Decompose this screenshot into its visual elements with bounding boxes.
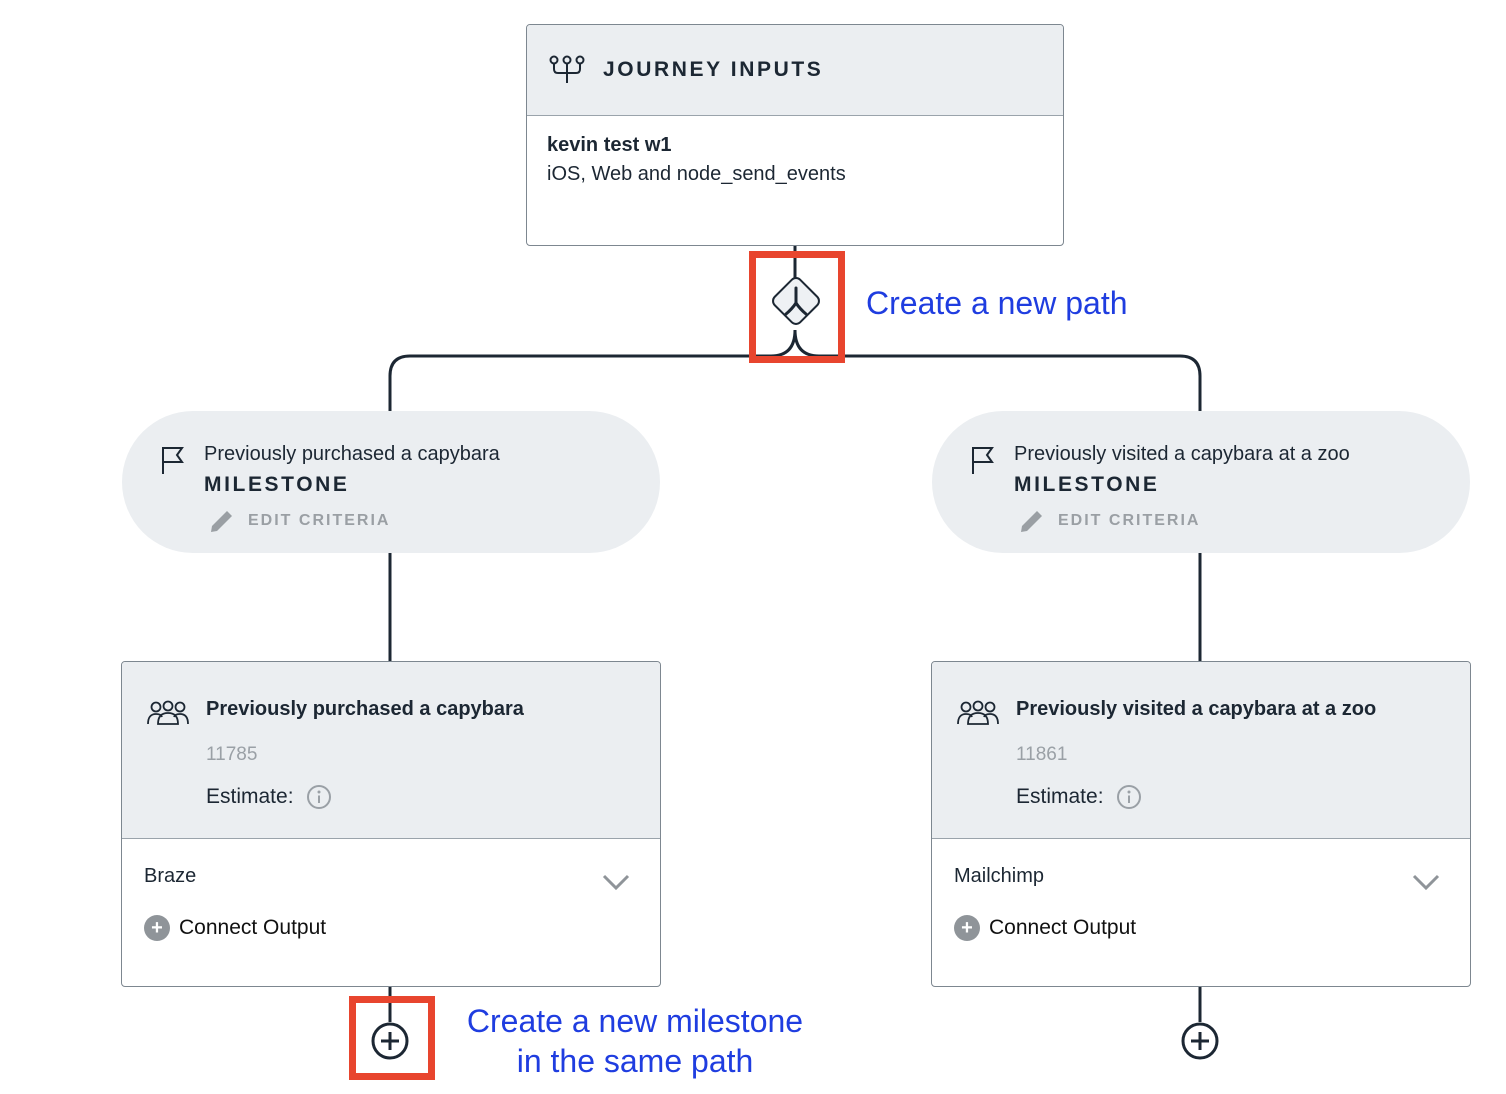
estimate-label: Estimate: <box>206 785 294 808</box>
audience-count: 11861 <box>1016 744 1068 765</box>
info-icon[interactable] <box>306 784 332 810</box>
journey-inputs-body: kevin test w1 iOS, Web and node_send_eve… <box>527 116 1063 204</box>
milestone-kind: MILESTONE <box>204 473 350 496</box>
add-highlight-box <box>349 996 435 1080</box>
flag-icon <box>162 447 184 474</box>
create-milestone-annotation: Create a new milestone in the same path <box>450 1001 820 1081</box>
plus-icon: + <box>144 915 170 941</box>
flag-icon <box>972 447 994 474</box>
destination-name: Braze <box>144 865 197 887</box>
estimate-row: Estimate: <box>206 784 332 810</box>
plus-icon: + <box>954 915 980 941</box>
audience-card[interactable]: Previously purchased a capybara 11785 Es… <box>121 661 661 987</box>
annotation-line-2: in the same path <box>516 1043 754 1079</box>
audience-card-header: Previously visited a capybara at a zoo 1… <box>932 662 1470 839</box>
info-icon[interactable] <box>1116 784 1142 810</box>
milestone-pill[interactable]: Previously purchased a capybara MILESTON… <box>122 411 660 553</box>
estimate-row: Estimate: <box>1016 784 1142 810</box>
journey-sources: iOS, Web and node_send_events <box>547 163 846 185</box>
audience-count: 11785 <box>206 744 258 765</box>
milestone-label: Previously visited a capybara at a zoo <box>1014 443 1350 465</box>
split-highlight-box <box>749 251 845 363</box>
edit-criteria-label: EDIT CRITERIA <box>248 512 391 529</box>
audience-output-section: Braze + Connect Output <box>122 839 660 986</box>
estimate-label: Estimate: <box>1016 785 1104 808</box>
plus-circle-icon[interactable] <box>1180 1021 1220 1061</box>
connect-output-label: Connect Output <box>179 916 327 939</box>
network-inputs-icon <box>549 55 585 83</box>
journey-inputs-card[interactable]: JOURNEY INPUTS kevin test w1 iOS, Web an… <box>526 24 1064 246</box>
pencil-icon <box>1021 511 1042 532</box>
connect-output-button[interactable]: + Connect Output <box>954 915 1136 941</box>
audience-output-section: Mailchimp + Connect Output <box>932 839 1470 986</box>
chevron-down-icon[interactable] <box>602 873 630 891</box>
edit-criteria-button[interactable]: EDIT CRITERIA <box>1018 507 1200 535</box>
split-path-icon[interactable] <box>770 275 822 327</box>
audience-name: Previously visited a capybara at a zoo <box>1016 698 1377 720</box>
edit-criteria-button[interactable]: EDIT CRITERIA <box>208 507 390 535</box>
audience-name: Previously purchased a capybara <box>206 698 524 720</box>
chevron-down-icon[interactable] <box>1412 873 1440 891</box>
journey-inputs-title: JOURNEY INPUTS <box>603 58 824 81</box>
connect-output-button[interactable]: + Connect Output <box>144 915 326 941</box>
milestone-label: Previously purchased a capybara <box>204 443 500 465</box>
milestone-kind: MILESTONE <box>1014 473 1160 496</box>
destination-name: Mailchimp <box>954 865 1045 887</box>
create-path-annotation: Create a new path <box>866 285 1128 321</box>
journey-name: kevin test w1 <box>547 134 672 156</box>
annotation-line-1: Create a new milestone <box>466 1003 804 1039</box>
plus-circle-icon[interactable] <box>370 1021 410 1061</box>
connect-output-label: Connect Output <box>989 916 1137 939</box>
audience-card[interactable]: Previously visited a capybara at a zoo 1… <box>931 661 1471 987</box>
milestone-pill[interactable]: Previously visited a capybara at a zoo M… <box>932 411 1470 553</box>
people-group-icon <box>957 700 999 725</box>
pencil-icon <box>211 511 232 532</box>
journey-inputs-header: JOURNEY INPUTS <box>527 25 1063 116</box>
audience-card-header: Previously purchased a capybara 11785 Es… <box>122 662 660 839</box>
people-group-icon <box>147 700 189 725</box>
edit-criteria-label: EDIT CRITERIA <box>1058 512 1201 529</box>
